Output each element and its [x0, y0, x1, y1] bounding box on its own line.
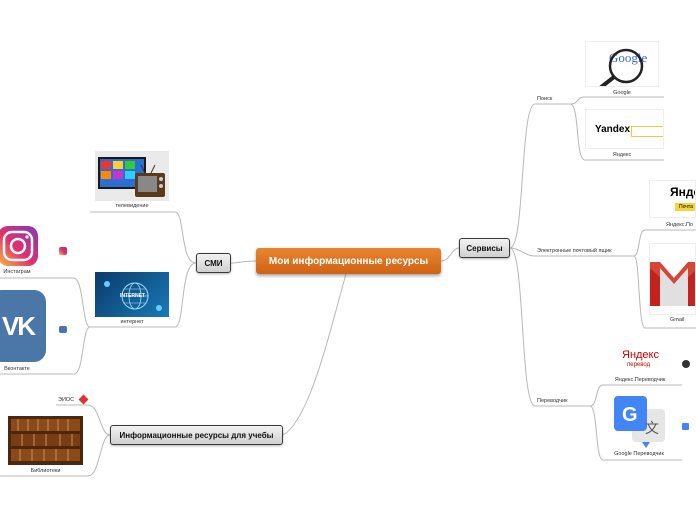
instagram-caption: Инстаграм	[3, 269, 31, 275]
eios-label[interactable]: ЭИОС	[58, 397, 75, 403]
tv-icon	[98, 157, 165, 197]
yandex-translate-image[interactable]: Яндекс перевод	[603, 345, 677, 375]
yandex-translate-sub: перевод	[627, 362, 651, 368]
yandex-search-box	[631, 126, 663, 137]
instagram-link-icon[interactable]	[59, 247, 67, 255]
translator-label[interactable]: Переводчик	[537, 398, 568, 404]
vk-icon: VK	[0, 290, 46, 362]
gmail-image[interactable]	[649, 243, 696, 315]
google-translate-link-icon[interactable]	[682, 423, 689, 430]
topic-services[interactable]: Сервисы	[459, 238, 510, 258]
google-search-image[interactable]: Google	[585, 41, 659, 87]
library-image[interactable]	[8, 416, 83, 465]
svg-text:G: G	[622, 404, 638, 426]
yandex-mail-image[interactable]: Янде Почта	[649, 180, 696, 218]
internet-caption: интернет	[120, 319, 144, 325]
library-caption: Библиотеки	[30, 468, 61, 474]
topic-edu-resources[interactable]: Информационные ресурсы для учебы	[110, 425, 283, 445]
yandex-logo-y	[595, 124, 602, 134]
google-translate-image[interactable]: G 文	[612, 393, 667, 448]
instagram-icon	[0, 226, 38, 266]
instagram-image[interactable]	[0, 225, 54, 267]
globe-link-icon[interactable]	[682, 360, 690, 368]
gmail-caption: Gmail	[670, 317, 685, 323]
gmail-icon	[650, 262, 695, 306]
yandex-mail-button: Почта	[675, 203, 695, 211]
television-image[interactable]	[95, 151, 169, 201]
svg-text:文: 文	[645, 421, 659, 437]
vk-caption: Вконтакте	[4, 366, 30, 372]
google-translate-caption: Google Переводчик	[614, 451, 664, 457]
yandex-translate-caption: Яндекс.Переводчик	[614, 377, 666, 383]
yandex-search-image[interactable]: Yandex	[585, 109, 664, 149]
magnifier-icon	[599, 48, 644, 86]
yandex-caption: Яндекс	[612, 152, 632, 158]
internet-image[interactable]: INTERNET	[95, 272, 169, 317]
yandex-logo: Yandex	[595, 124, 631, 135]
central-topic[interactable]: Мои информационные ресурсы	[256, 248, 441, 274]
television-caption: телевидение	[115, 203, 149, 209]
globe-icon	[104, 281, 162, 311]
google-translate-icon: G 文	[614, 396, 665, 448]
topic-smi[interactable]: СМИ	[196, 253, 231, 273]
vk-logo-text: VK	[1, 310, 36, 341]
vk-link-icon[interactable]	[59, 326, 67, 333]
google-caption: Google	[613, 90, 631, 96]
yandex-translate-logo: Яндекс	[622, 349, 659, 361]
mail-label[interactable]: Электронные почтовый ящик	[537, 248, 612, 254]
yandex-mail-logo: Янде	[670, 185, 695, 199]
vk-image[interactable]: VK	[0, 290, 54, 364]
search-label[interactable]: Поиск	[537, 96, 553, 102]
internet-badge: INTERNET	[120, 293, 145, 299]
bookshelf-icon	[8, 416, 83, 465]
yandex-mail-caption: Яндекс.По	[666, 222, 694, 228]
